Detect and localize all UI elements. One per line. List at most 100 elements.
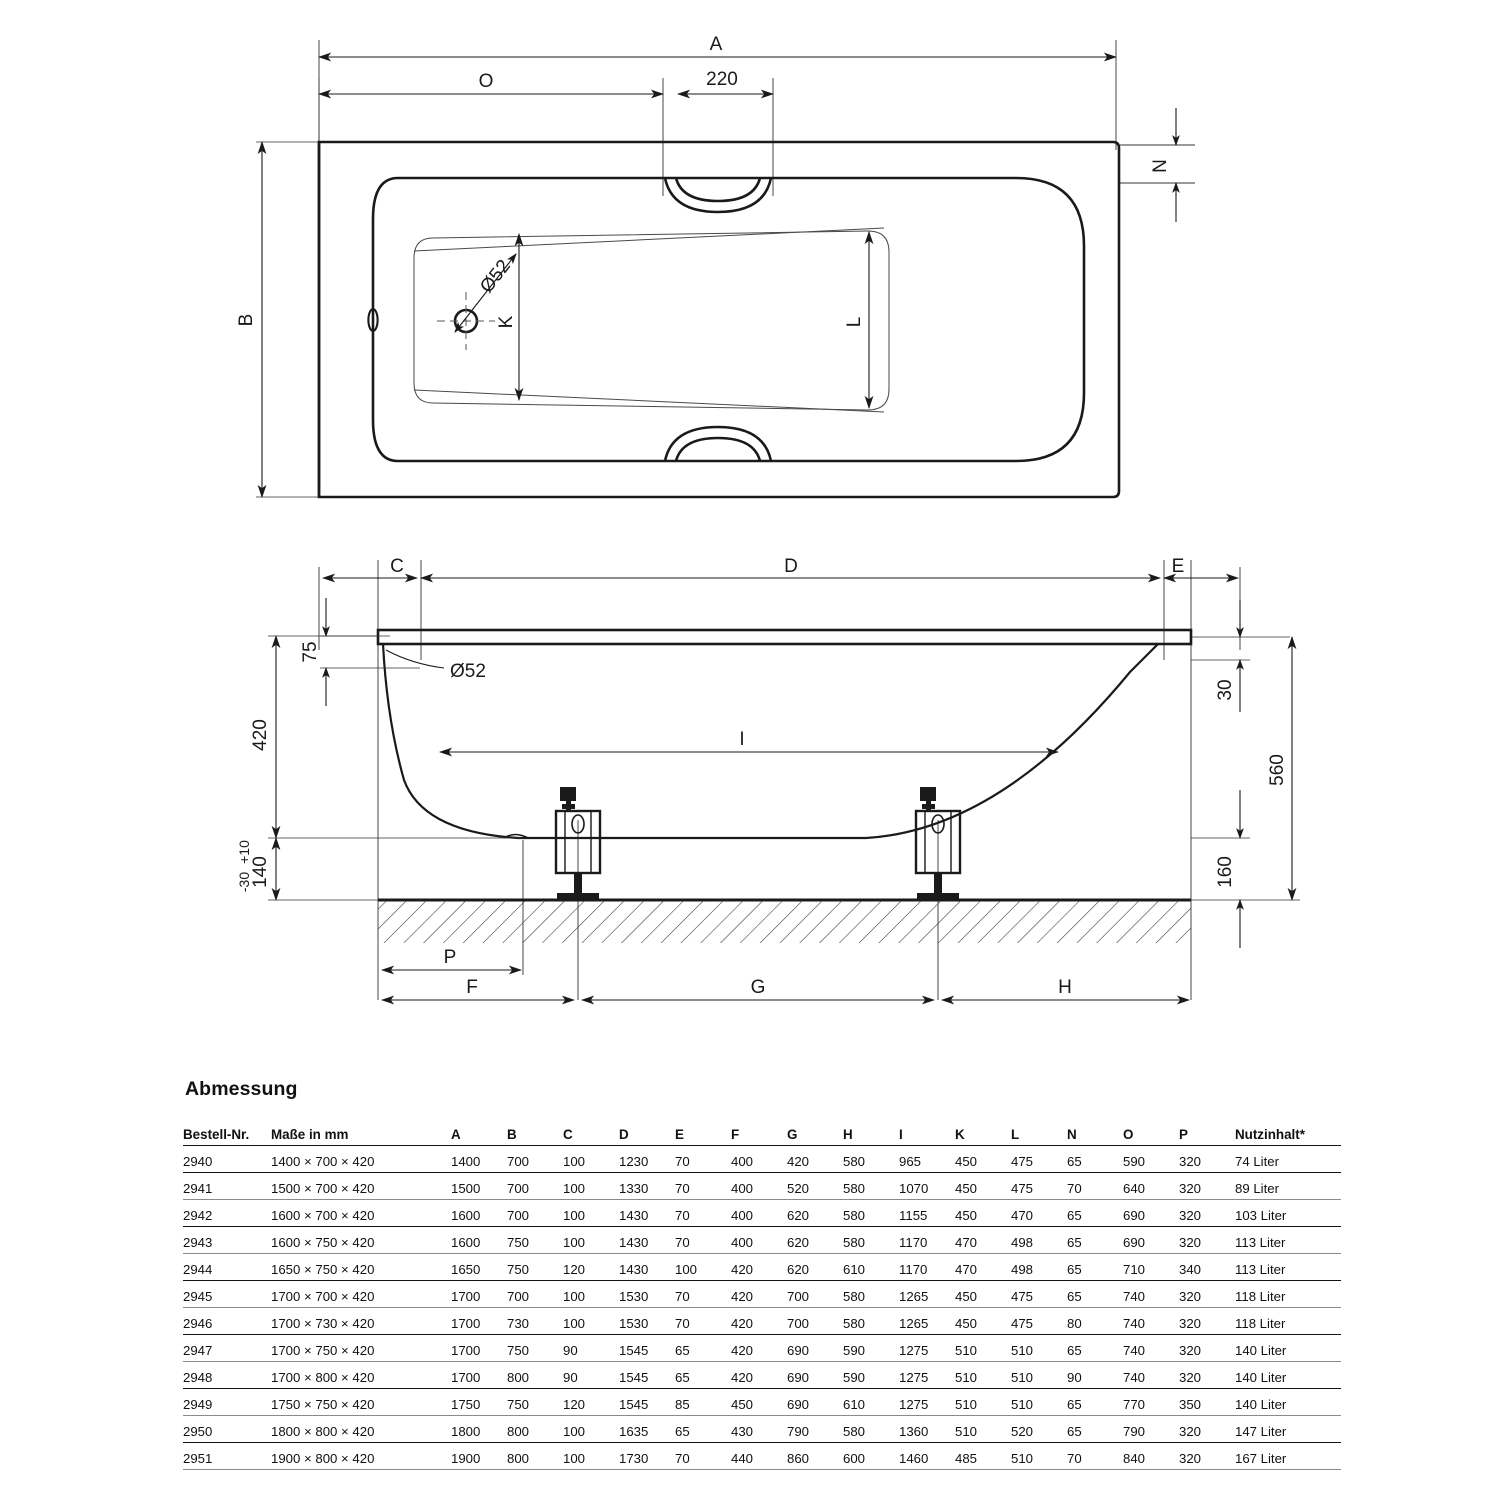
table-cell: 100 [563, 1230, 619, 1257]
table-cell: 485 [955, 1446, 1011, 1473]
table-cell: 1800 [451, 1419, 507, 1446]
table-cell: 65 [1067, 1149, 1123, 1176]
table-cell: 400 [731, 1203, 787, 1230]
dim-30: 30 [1191, 600, 1290, 712]
table-cell: 320 [1179, 1446, 1235, 1473]
table-header-cell: B [507, 1122, 563, 1149]
table-cell: 140 Liter [1235, 1365, 1341, 1392]
table-cell: 690 [787, 1338, 843, 1365]
table-cell: 65 [1067, 1392, 1123, 1419]
table-cell: 100 [563, 1176, 619, 1203]
table-cell: 420 [731, 1284, 787, 1311]
dim-label-I: I [739, 729, 744, 750]
table-cell: 320 [1179, 1230, 1235, 1257]
table-cell: 100 [563, 1203, 619, 1230]
table-cell: 710 [1123, 1257, 1179, 1284]
dim-O: O [317, 71, 665, 99]
table-cell: 475 [1011, 1284, 1067, 1311]
table-cell: 65 [1067, 1419, 1123, 1446]
table-cell: 1530 [619, 1284, 675, 1311]
table-cell: 740 [1123, 1365, 1179, 1392]
dim-C: C [321, 556, 419, 583]
dim-F: F [380, 977, 576, 1005]
table-cell: 65 [675, 1338, 731, 1365]
table-cell: 1750 [451, 1392, 507, 1419]
table-cell: 70 [675, 1176, 731, 1203]
table-row: 2951 1900 × 800 × 420 1900 800 100 1730 … [183, 1446, 1341, 1473]
dim-label-L: L [844, 317, 865, 328]
table-cell: 2950 [183, 1419, 271, 1446]
table-cell: 2940 [183, 1149, 271, 1176]
table-cell: 498 [1011, 1257, 1067, 1284]
table-cell: 320 [1179, 1419, 1235, 1446]
table-cell: 690 [1123, 1230, 1179, 1257]
table-row: 2943 1600 × 750 × 420 1600 750 100 1430 … [183, 1230, 1341, 1257]
table-row: 2945 1700 × 700 × 420 1700 700 100 1530 … [183, 1284, 1341, 1311]
table-cell: 140 Liter [1235, 1338, 1341, 1365]
dim-label-A: A [710, 34, 723, 55]
dimensions-table: Bestell-Nr. Maße in mm A B C D E F G H I… [183, 1122, 1341, 1473]
table-cell: 510 [1011, 1446, 1067, 1473]
table-cell: 420 [731, 1257, 787, 1284]
table-row: 2942 1600 × 700 × 420 1600 700 100 1430 … [183, 1203, 1341, 1230]
table-cell: 100 [563, 1284, 619, 1311]
table-header-cell: H [843, 1122, 899, 1149]
table-header-cell: O [1123, 1122, 1179, 1149]
table-row: 2944 1650 × 750 × 420 1650 750 120 1430 … [183, 1257, 1341, 1284]
table-cell: 2948 [183, 1365, 271, 1392]
table-cell: 89 Liter [1235, 1176, 1341, 1203]
table-cell: 450 [955, 1176, 1011, 1203]
table-cell: 1600 × 700 × 420 [271, 1203, 451, 1230]
table-cell: 440 [731, 1446, 787, 1473]
table-cell: 580 [843, 1176, 899, 1203]
dim-K: K [496, 232, 524, 402]
table-cell: 1545 [619, 1365, 675, 1392]
table-cell: 70 [1067, 1176, 1123, 1203]
dim-B: B [236, 140, 319, 499]
table-cell: 640 [1123, 1176, 1179, 1203]
table-cell: 2945 [183, 1284, 271, 1311]
dim-label-B: B [236, 314, 257, 327]
dim-label-H: H [1058, 977, 1072, 998]
table-cell: 400 [731, 1230, 787, 1257]
table-cell: 510 [955, 1392, 1011, 1419]
dim-I: I [438, 729, 1060, 757]
table-cell: 1170 [899, 1230, 955, 1257]
dim-N: N [1150, 108, 1180, 222]
table-cell: 1700 × 800 × 420 [271, 1365, 451, 1392]
table-cell: 1430 [619, 1230, 675, 1257]
table-cell: 700 [507, 1284, 563, 1311]
table-cell: 70 [675, 1149, 731, 1176]
dim-160: 160 [1191, 790, 1250, 948]
table-header-cell: F [731, 1122, 787, 1149]
table-cell: 1635 [619, 1419, 675, 1446]
table-cell: 700 [507, 1149, 563, 1176]
table-cell: 750 [507, 1392, 563, 1419]
dim-560: 560 [1191, 635, 1300, 902]
table-cell: 65 [675, 1365, 731, 1392]
table-cell: 1400 [451, 1149, 507, 1176]
dim-H: H [940, 977, 1191, 1005]
tub-outer-rim [317, 140, 1121, 499]
table-cell: 74 Liter [1235, 1149, 1341, 1176]
dim-label-75: 75 [300, 641, 321, 662]
table-cell: 350 [1179, 1392, 1235, 1419]
table-cell: 2943 [183, 1230, 271, 1257]
table-cell: 1650 × 750 × 420 [271, 1257, 451, 1284]
table-header-cell: L [1011, 1122, 1067, 1149]
table-cell: 100 [675, 1257, 731, 1284]
dim-label-tolerance-plus: +10 [236, 840, 252, 864]
table-cell: 147 Liter [1235, 1419, 1341, 1446]
table-cell: 1600 [451, 1203, 507, 1230]
table-cell: 610 [843, 1392, 899, 1419]
table-header-cell: C [563, 1122, 619, 1149]
table-header-cell: Bestell-Nr. [183, 1122, 271, 1149]
dim-420: 420 [250, 634, 523, 840]
table-cell: 2951 [183, 1446, 271, 1473]
table-cell: 690 [787, 1365, 843, 1392]
table-cell: 420 [731, 1338, 787, 1365]
dim-label-220: 220 [706, 69, 738, 90]
table-cell: 700 [787, 1311, 843, 1338]
table-row: 2949 1750 × 750 × 420 1750 750 120 1545 … [183, 1392, 1341, 1419]
